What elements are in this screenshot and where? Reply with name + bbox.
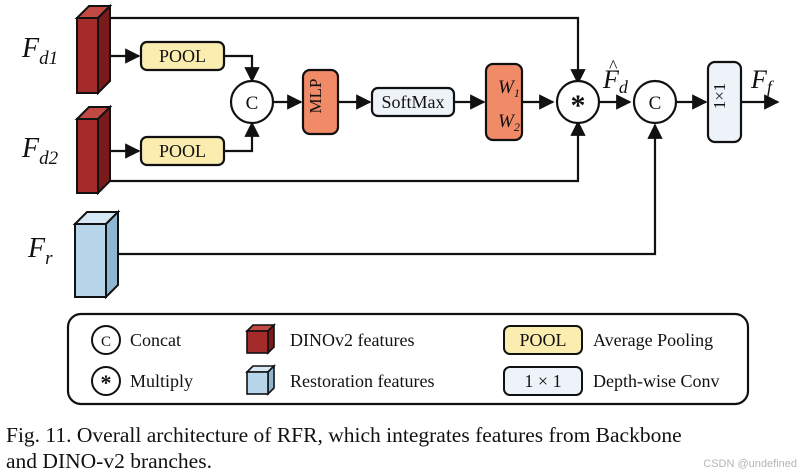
- fd2-label: Fd2: [21, 133, 59, 169]
- svg-text:Concat: Concat: [130, 330, 181, 350]
- fd2-block: [74, 104, 113, 196]
- concat-node-2: C: [632, 79, 678, 125]
- pool-top-box: POOL: [139, 40, 226, 72]
- legend-restoration: Restoration features: [245, 364, 434, 396]
- svg-text:DINOv2 features: DINOv2 features: [290, 330, 414, 350]
- svg-text:^: ^: [609, 56, 618, 76]
- svg-text:*: *: [571, 89, 586, 122]
- fd1-block: [74, 3, 113, 96]
- fd2-skip-line: [110, 120, 586, 183]
- legend-pool: POOL Average Pooling: [503, 325, 713, 355]
- svg-text:POOL: POOL: [519, 330, 566, 350]
- svg-text:C: C: [649, 93, 662, 114]
- svg-text:W1: W1: [498, 77, 520, 100]
- pool-bottom-box: POOL: [139, 135, 226, 167]
- svg-text:1×1: 1×1: [710, 83, 729, 110]
- svg-text:C: C: [101, 334, 111, 350]
- ff-label: Ff: [750, 65, 775, 97]
- legend: C Concat * Multiply DINOv2 features Rest…: [66, 312, 750, 406]
- softmax-box: SoftMax: [370, 86, 456, 118]
- weights-box: W1 W2: [484, 62, 524, 142]
- multiply-node: *: [555, 79, 601, 125]
- fd1-label: Fd1: [21, 33, 58, 69]
- conv-box: 1×1: [706, 60, 743, 144]
- svg-text:Fd: Fd: [602, 65, 629, 97]
- connectors: [110, 16, 780, 256]
- caption-line-2: and DINO-v2 branches.: [6, 449, 212, 473]
- svg-text:Restoration features: Restoration features: [290, 371, 434, 391]
- svg-text:Multiply: Multiply: [130, 371, 193, 391]
- fr-to-concat-line: [118, 123, 663, 256]
- concat-node-1: C: [229, 79, 275, 125]
- caption-line-1: Fig. 11. Overall architecture of RFR, wh…: [6, 423, 682, 447]
- mlp-box: MLP: [301, 68, 340, 136]
- svg-text:SoftMax: SoftMax: [382, 92, 445, 112]
- pool-bottom-to-concat-line: [224, 121, 260, 153]
- legend-multiply: * Multiply: [91, 366, 193, 396]
- svg-text:POOL: POOL: [159, 46, 206, 66]
- figure-caption: Fig. 11. Overall architecture of RFR, wh…: [6, 422, 805, 474]
- svg-text:C: C: [246, 93, 259, 114]
- fr-block: [72, 209, 121, 300]
- svg-text:POOL: POOL: [159, 141, 206, 161]
- watermark: CSDN @undefined: [703, 458, 797, 470]
- svg-text:MLP: MLP: [306, 79, 325, 114]
- svg-text:*: *: [101, 370, 112, 395]
- svg-text:Depth-wise Conv: Depth-wise Conv: [593, 371, 719, 391]
- legend-dino: DINOv2 features: [245, 323, 414, 355]
- svg-text:W2: W2: [498, 111, 520, 134]
- svg-text:Average Pooling: Average Pooling: [593, 330, 713, 350]
- legend-concat: C Concat: [91, 325, 181, 355]
- fd-hat-label: ^ Fd: [602, 56, 629, 97]
- fd1-skip-line: [110, 16, 586, 85]
- pool-top-to-concat-line: [224, 54, 260, 83]
- fr-label: Fr: [27, 233, 53, 269]
- legend-conv: 1 × 1 Depth-wise Conv: [503, 366, 719, 396]
- svg-text:1 × 1: 1 × 1: [524, 371, 561, 391]
